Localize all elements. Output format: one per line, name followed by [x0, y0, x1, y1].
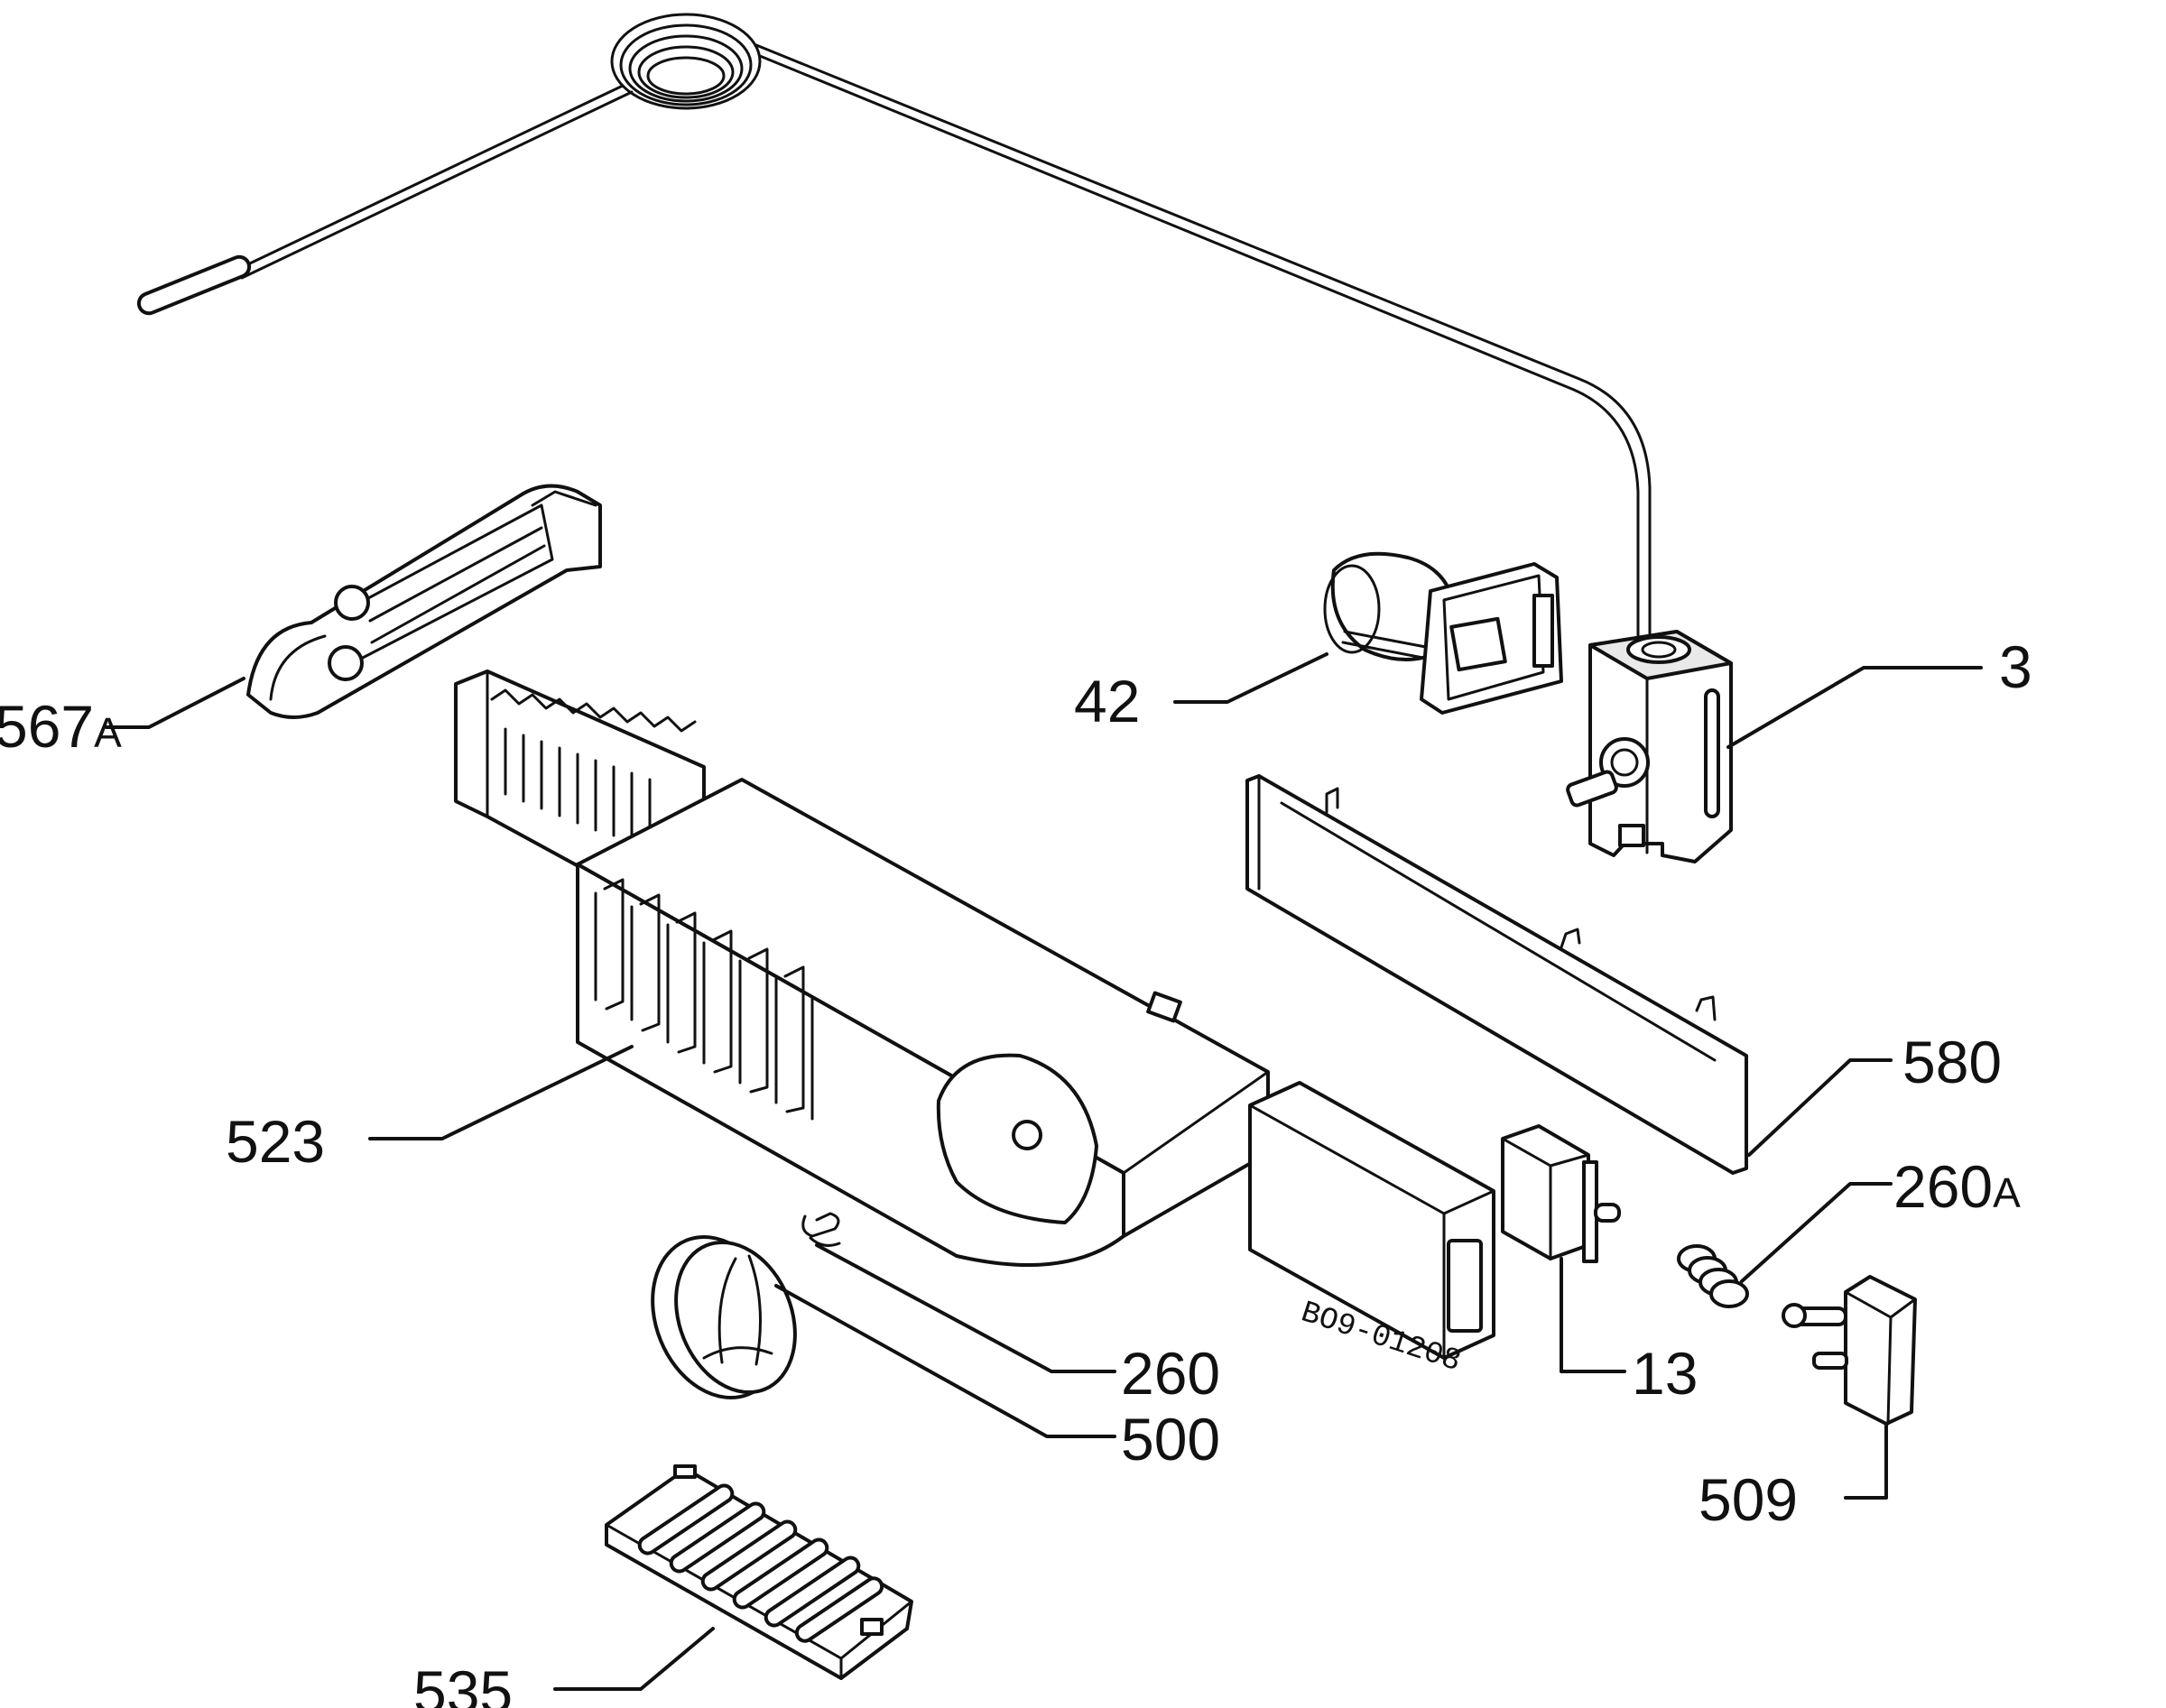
leader-260 — [815, 1243, 1116, 1373]
diffuser-part: BO9-01208 — [1248, 1081, 1495, 1380]
part-labels: 3 42 567A 580 523 260A 260 13 500 509 53… — [0, 633, 2032, 1708]
label-580: 580 — [1902, 1029, 2002, 1095]
label-535: 535 — [413, 1658, 513, 1708]
housing-part — [454, 669, 1270, 1267]
label-3: 3 — [1999, 633, 2032, 700]
push-button-part — [1782, 1275, 1917, 1426]
leader-500 — [774, 1284, 1116, 1438]
leader-535 — [553, 1627, 715, 1691]
leader-3 — [1726, 666, 1983, 749]
leader-lines — [105, 652, 1983, 1691]
cover-plate-part — [1245, 774, 1748, 1175]
bracket-arm-part — [246, 484, 602, 719]
leader-42 — [1173, 652, 1328, 704]
label-260: 260 — [1121, 1340, 1220, 1407]
leader-260A — [1740, 1182, 1893, 1283]
label-13: 13 — [1632, 1340, 1698, 1407]
leader-567A — [105, 677, 245, 729]
label-523: 523 — [226, 1108, 325, 1175]
label-567A: 567A — [0, 693, 122, 760]
leader-523 — [368, 1045, 634, 1140]
grille-part — [605, 1464, 913, 1680]
thermostat-part — [1566, 630, 1733, 863]
capillary-tube — [136, 13, 1652, 638]
leader-580 — [1747, 1058, 1893, 1157]
label-509: 509 — [1699, 1466, 1798, 1533]
label-42: 42 — [1074, 668, 1140, 734]
label-500: 500 — [1121, 1406, 1220, 1473]
leader-509 — [1844, 1422, 1888, 1500]
spring-part — [1677, 1244, 1749, 1308]
leader-13 — [1560, 1257, 1626, 1373]
label-260A: 260A — [1893, 1153, 2021, 1220]
clip-part — [801, 1212, 841, 1247]
lamp-holder-part — [1323, 551, 1563, 715]
switch-part — [1501, 1124, 1621, 1263]
knob-part — [651, 1234, 797, 1400]
